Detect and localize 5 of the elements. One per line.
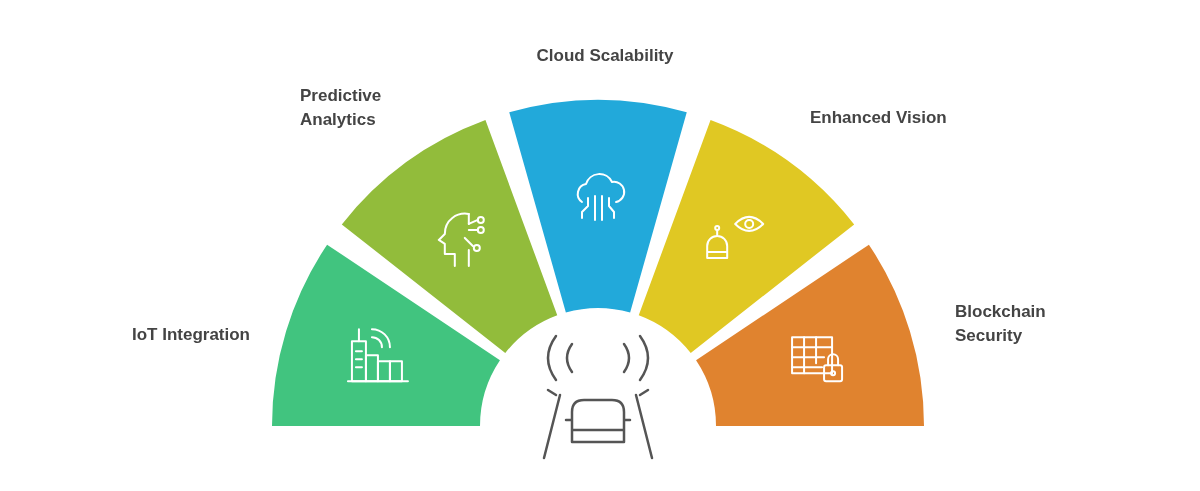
segment-label: Cloud Scalability <box>535 45 675 67</box>
segment-label: Enhanced Vision <box>810 107 948 129</box>
segment-label: Blockchain Security <box>955 301 1047 347</box>
segment-label: IoT Integration <box>130 324 250 346</box>
segment-label: Predictive Analytics <box>300 85 383 131</box>
